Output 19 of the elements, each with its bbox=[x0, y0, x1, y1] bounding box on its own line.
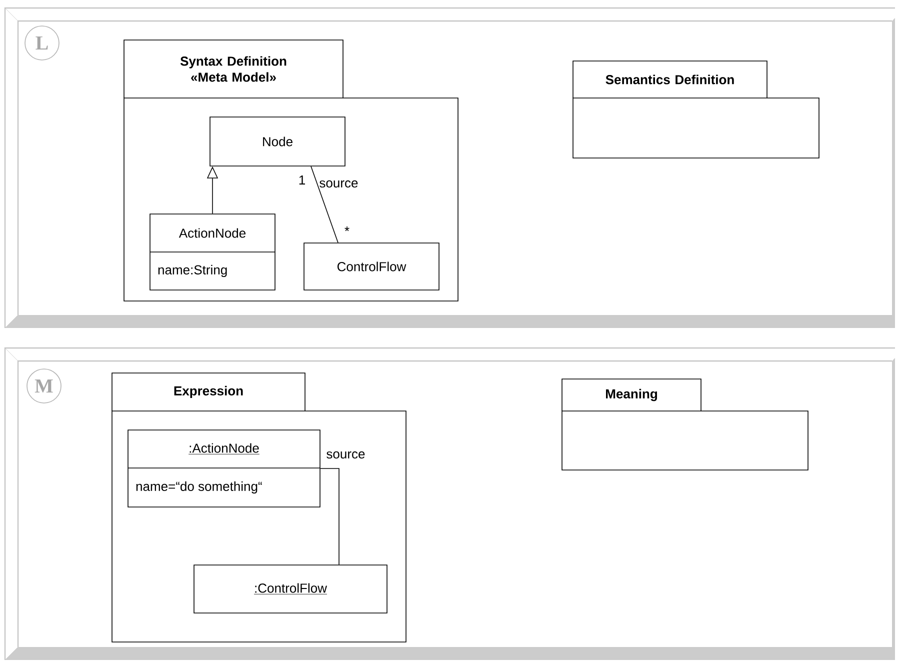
node-label: M bbox=[34, 379, 53, 393]
package-box: Meaning bbox=[562, 378, 808, 470]
node-label: L bbox=[36, 36, 48, 50]
class-box: ActionNode name:String bbox=[150, 214, 276, 290]
object-box: :ControlFlow bbox=[194, 564, 388, 614]
node-label: Expression bbox=[174, 386, 243, 398]
node-label: Meaning bbox=[606, 388, 657, 402]
object-box: :ActionNode name=“do something“ bbox=[128, 430, 320, 508]
association-line bbox=[320, 468, 340, 565]
multiplicity-label: 1 bbox=[299, 176, 305, 184]
node-label: Syntax Definition «Meta Model» bbox=[180, 56, 286, 82]
edge-label: source bbox=[326, 451, 365, 459]
class-box: ControlFlow bbox=[304, 242, 440, 290]
edge-label: source bbox=[320, 180, 358, 188]
association-line bbox=[310, 166, 338, 243]
node-label: Semantics Definition bbox=[606, 74, 734, 84]
class-box: Node bbox=[210, 116, 346, 166]
package-box: Semantics Definition bbox=[572, 60, 820, 158]
multiplicity-label: * bbox=[344, 226, 350, 232]
